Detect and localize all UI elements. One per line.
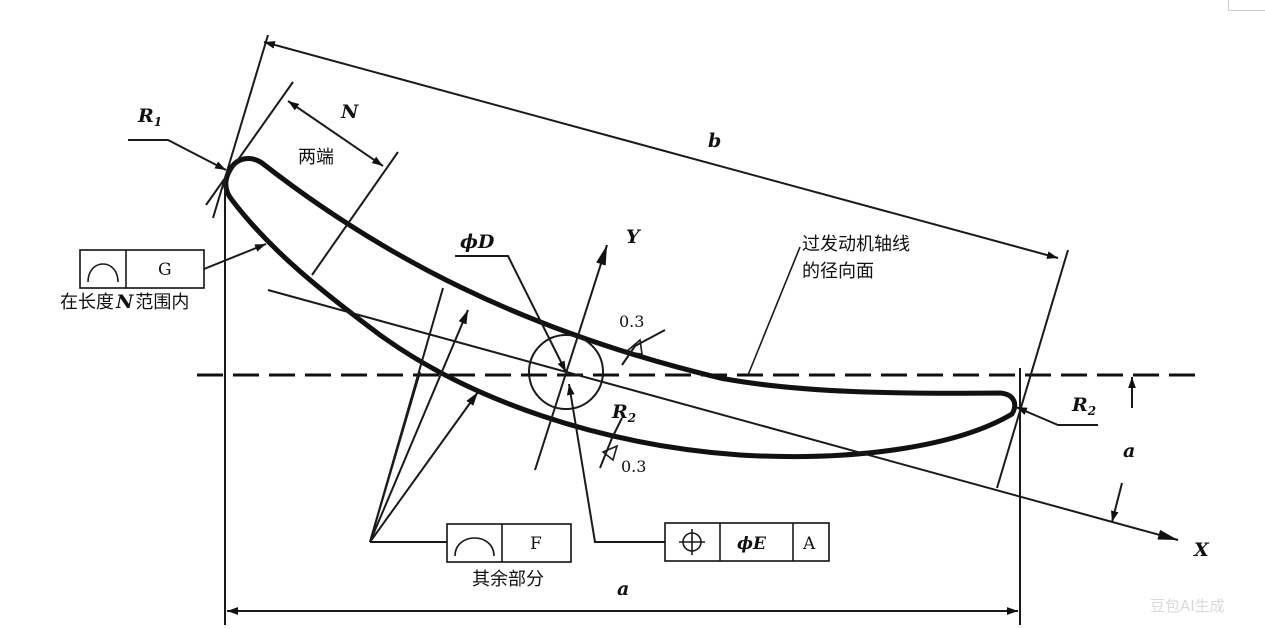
radial-plane-leader — [747, 246, 801, 376]
line-profile-icon — [87, 263, 119, 283]
y-axis — [534, 244, 608, 471]
label-phi-d: ϕD — [460, 231, 495, 253]
frame-position-datum: A — [802, 534, 816, 554]
frame-f-datum: F — [530, 534, 542, 554]
dim-N — [287, 100, 384, 167]
label-n: N — [340, 101, 359, 123]
position-icon — [679, 529, 705, 555]
label-y: Y — [626, 226, 642, 248]
label-a-bottom: a — [617, 578, 629, 600]
f-arrow-2 — [369, 391, 479, 543]
tol-lower-triangle — [601, 444, 619, 462]
label-tol-upper: 0.3 — [619, 312, 644, 331]
x-axis — [267, 289, 1179, 541]
position-leader — [566, 383, 665, 543]
label-r2-center: R2 — [611, 401, 636, 425]
r1-leader — [128, 139, 227, 171]
ext-line-N-right — [311, 151, 399, 276]
frame-position-value: ϕE — [737, 534, 767, 554]
profile-frame-f — [446, 523, 572, 563]
dim-b — [263, 41, 1059, 259]
phi-d-circle — [528, 334, 604, 410]
watermark: 豆包AI生成 — [1150, 597, 1225, 615]
label-r2-tip: R2 — [1071, 394, 1096, 418]
f-arrow-1 — [369, 309, 469, 543]
tol-upper-leader — [621, 329, 666, 366]
label-radial-line-1: 过发动机轴线 — [802, 234, 910, 255]
r2-tip-leader — [1015, 406, 1098, 426]
corner-frame — [1228, 0, 1265, 11]
blade-profile — [223, 156, 1018, 460]
label-radial-line-2: 的径向面 — [802, 261, 874, 282]
label-r1: R1 — [137, 105, 162, 129]
frame-g-datum: G — [158, 260, 172, 280]
ext-line-b-left — [212, 34, 269, 219]
tol-lower-leader — [599, 417, 623, 469]
label-both-ends: 两端 — [298, 147, 334, 168]
tol-upper-triangle — [624, 338, 643, 355]
f-arrow-4 — [369, 287, 444, 543]
ext-line-b-right — [996, 249, 1069, 489]
phi-d-leader — [455, 255, 567, 373]
label-x: X — [1193, 539, 1210, 561]
g-leader — [203, 243, 267, 270]
label-b: b — [708, 130, 721, 152]
label-tol-lower: 0.3 — [621, 457, 646, 476]
dim-a-right-bottom — [1111, 482, 1123, 523]
label-a-right: a — [1123, 440, 1135, 462]
line-profile-icon — [454, 537, 495, 557]
profile-frame-g — [79, 249, 205, 289]
ext-line-N-left — [205, 81, 294, 206]
label-remaining-part: 其余部分 — [472, 569, 544, 590]
